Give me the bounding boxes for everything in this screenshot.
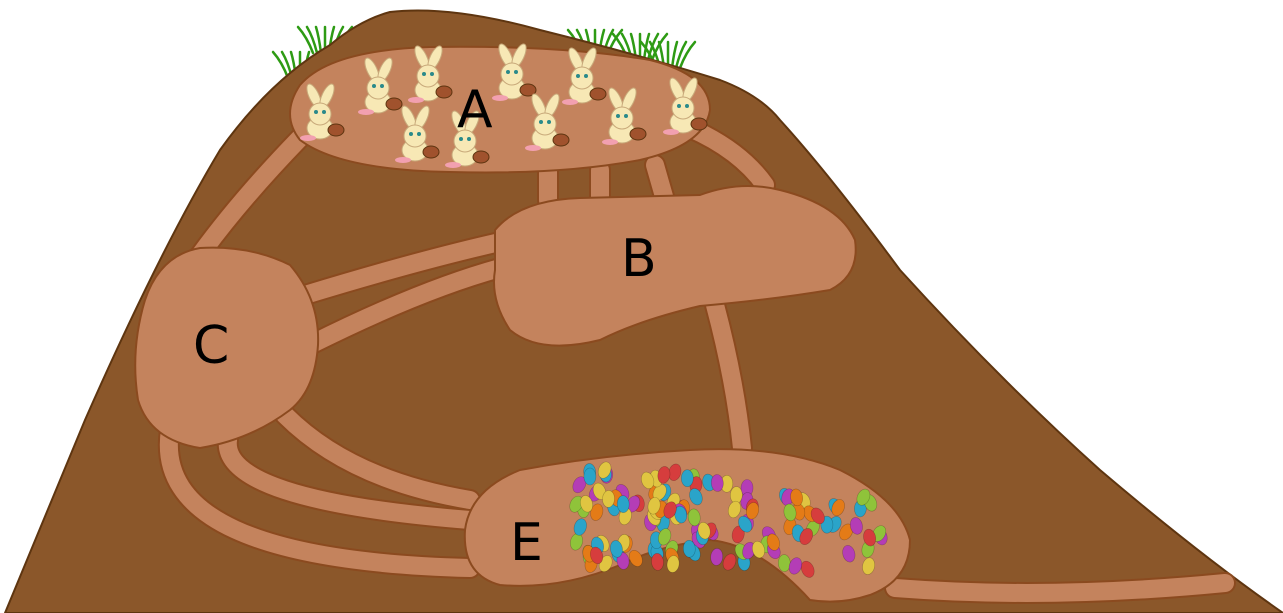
chamber-e-label: E — [510, 513, 543, 573]
chamber-a-label: A — [457, 80, 493, 140]
chamber-b-label: B — [621, 229, 657, 289]
easter-egg-icon — [778, 554, 791, 571]
chamber-a — [290, 47, 710, 173]
chamber-c-label: C — [193, 316, 229, 376]
easter-egg-icon — [584, 468, 596, 485]
easter-egg-icon — [681, 470, 693, 487]
